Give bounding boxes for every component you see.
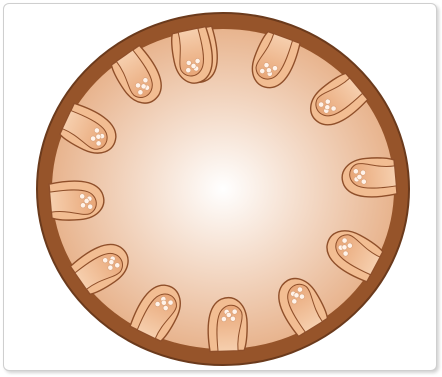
peripheral-lobe bbox=[207, 297, 248, 352]
nucleus-dot bbox=[226, 312, 231, 317]
nucleus-dot bbox=[232, 309, 237, 314]
nucleus-dot bbox=[221, 316, 226, 321]
nucleus-dot bbox=[230, 316, 235, 321]
nucleus-dot bbox=[87, 204, 93, 210]
nucleus-dot bbox=[361, 179, 367, 185]
nucleus-dot bbox=[353, 168, 359, 174]
nucleus-dot bbox=[79, 194, 85, 200]
nucleus-dot bbox=[357, 174, 363, 180]
nucleus-dot bbox=[84, 198, 90, 204]
